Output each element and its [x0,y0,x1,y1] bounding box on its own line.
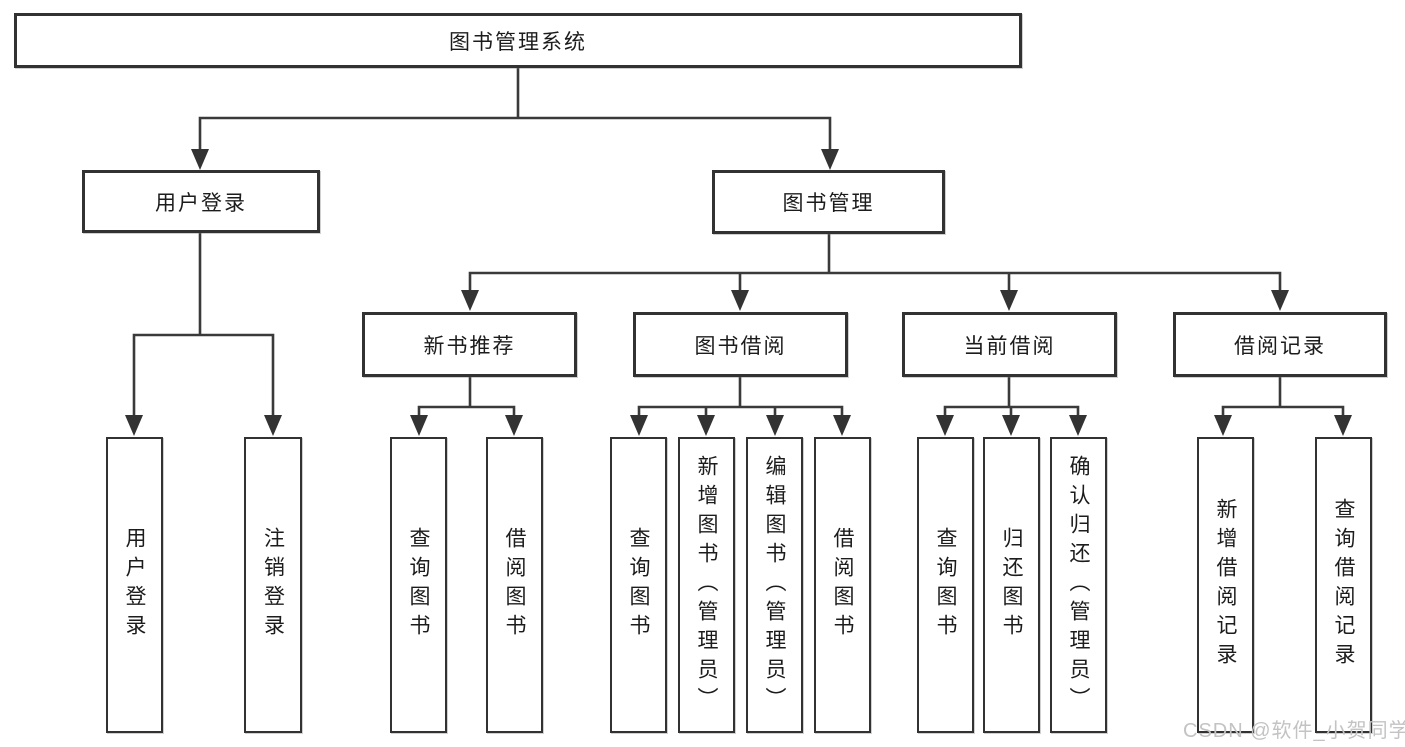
leaf-logout: 注销登录 [244,437,302,733]
node-book-borrow: 图书借阅 [633,312,848,377]
leaf-query-borrow-record: 查询借阅记录 [1315,437,1372,733]
node-new-book-recommend-label: 新书推荐 [423,334,516,358]
watermark: CSDN @软件_小贺同学 [1183,720,1405,742]
leaf-confirm-return-admin-label: 确认归还（管理员） [1067,454,1090,716]
leaf-add-borrow-record-label: 新增借阅记录 [1214,498,1237,672]
leaf-borrow-books: 借阅图书 [814,437,871,733]
leaf-return-books: 归还图书 [983,437,1040,733]
node-new-book-recommend: 新书推荐 [362,312,577,377]
leaf-add-books-admin: 新增图书（管理员） [678,437,735,733]
leaf-user-login-label: 用户登录 [123,527,146,643]
leaf-query-books-recommend-label: 查询图书 [407,527,430,643]
leaf-return-books-label: 归还图书 [1000,527,1023,643]
node-library-system: 图书管理系统 [14,13,1022,68]
leaf-borrow-books-label: 借阅图书 [831,527,854,643]
leaf-query-borrow-record-label: 查询借阅记录 [1332,498,1355,672]
leaf-add-borrow-record: 新增借阅记录 [1197,437,1254,733]
leaf-logout-label: 注销登录 [261,527,285,643]
leaf-query-books-borrow: 查询图书 [610,437,667,733]
node-borrow-records-label: 借阅记录 [1234,334,1326,358]
node-current-borrow: 当前借阅 [902,312,1117,377]
node-library-system-label: 图书管理系统 [449,30,587,54]
leaf-confirm-return-admin: 确认归还（管理员） [1050,437,1107,733]
leaf-user-login: 用户登录 [106,437,163,733]
node-user-login: 用户登录 [82,170,320,233]
leaf-edit-books-admin: 编辑图书（管理员） [746,437,803,733]
leaf-edit-books-admin-label: 编辑图书（管理员） [763,454,786,716]
node-book-borrow-label: 图书借阅 [694,334,787,358]
node-book-management: 图书管理 [712,170,945,234]
leaf-query-books-borrow-label: 查询图书 [627,527,650,643]
node-user-login-label: 用户登录 [155,191,247,215]
leaf-query-books-current: 查询图书 [917,437,974,733]
node-borrow-records: 借阅记录 [1173,312,1387,377]
node-book-management-label: 图书管理 [782,192,875,215]
leaf-borrow-books-recommend-label: 借阅图书 [503,527,526,643]
leaf-query-books-recommend: 查询图书 [390,437,447,733]
leaf-query-books-current-label: 查询图书 [934,527,957,643]
leaf-add-books-admin-label: 新增图书（管理员） [695,454,718,716]
node-current-borrow-label: 当前借阅 [963,334,1056,358]
arrowhead-icons [125,149,1352,436]
leaf-borrow-books-recommend: 借阅图书 [486,437,543,733]
